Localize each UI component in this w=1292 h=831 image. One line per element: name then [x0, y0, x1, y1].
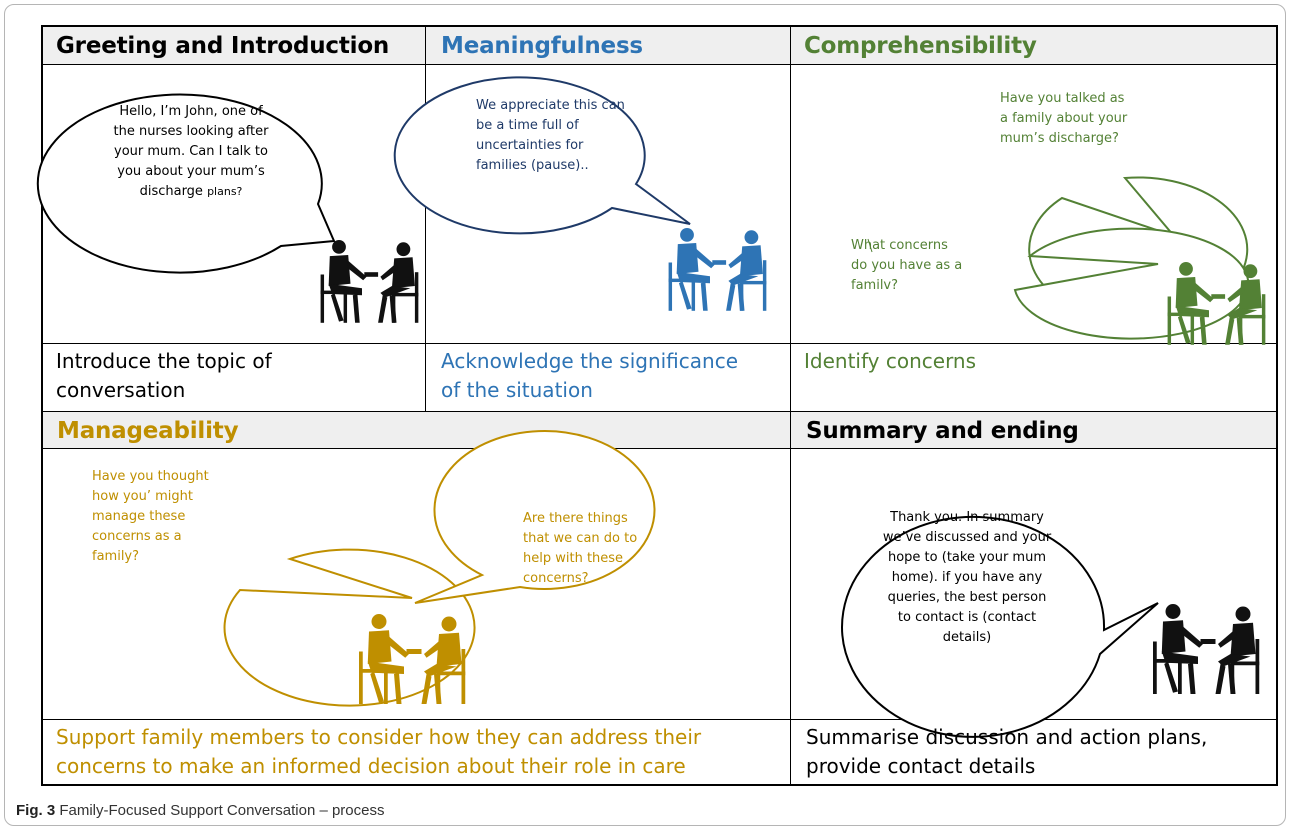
stage-title-summary: Summary and ending [806, 418, 1079, 444]
speech-bubble-greeting [36, 93, 336, 274]
stage-title-greeting: Greeting and Introduction [56, 33, 390, 59]
grid-line [41, 719, 1277, 720]
figure-caption: Fig. 3 Family-Focused Support Conversati… [16, 802, 384, 819]
stage-title-manageability: Manageability [57, 418, 239, 444]
text-cursor-mark [867, 238, 873, 253]
nurse-and-relative-seated-icon [668, 228, 767, 311]
description-comprehensibility: Identify concerns [804, 349, 977, 373]
speech-text-comprehensibility-2: What concerns do you have as a familv? [851, 238, 963, 293]
nurse-and-relative-seated-icon [1153, 604, 1260, 694]
description-summary: Summarise discussion and action plans, p… [806, 725, 1208, 778]
stage-title-meaningfulness: Meaningfulness [441, 33, 643, 59]
header-row-2-bg [42, 412, 1276, 448]
speech-text-meaningfulness: We appreciate this can be a time full of… [476, 98, 625, 173]
grid-line [41, 411, 1277, 412]
speech-bubble-meaningfulness [393, 76, 691, 235]
figure-label: Fig. 3 [16, 802, 56, 819]
grid-line [41, 343, 1277, 344]
grid-line [41, 448, 1277, 449]
nurse-and-relative-seated-icon [320, 240, 419, 323]
grid-line [41, 784, 1277, 786]
grid-line [41, 25, 43, 786]
speech-bubble-manageability-1 [223, 548, 476, 707]
speech-bubble-comprehensibility-2 [1013, 227, 1250, 340]
speech-text-greeting: Hello, I’m John, one of the nurses looki… [113, 104, 269, 199]
speech-bubble-manageability-2 [414, 429, 656, 604]
description-greeting: Introduce the topic of conversation [56, 349, 272, 402]
speech-text-comprehensibility-1: Have you talked as a family about your m… [1000, 91, 1128, 146]
figure-caption-text: Family-Focused Support Conversation – pr… [55, 802, 385, 819]
speech-text-manageability-1: Have you thought how you’ might manage t… [92, 469, 209, 564]
description-manageability: Support family members to consider how t… [56, 725, 702, 778]
stage-title-comprehensibility: Comprehensibility [804, 33, 1037, 59]
figure-frame [4, 4, 1286, 826]
grid-line [1276, 25, 1278, 786]
grid-line [41, 64, 1277, 65]
speech-text-manageability-2: Are there things that we can do to help … [523, 511, 638, 586]
grid-line [790, 25, 791, 786]
grid-line [425, 25, 426, 412]
grid-line [41, 25, 1277, 27]
speech-text-summary: Thank you. In summary we’ve discussed an… [882, 510, 1052, 645]
speech-bubble-summary [841, 515, 1159, 738]
description-meaningfulness: Acknowledge the significance of the situ… [441, 349, 739, 402]
header-row-1-bg [42, 26, 1276, 64]
